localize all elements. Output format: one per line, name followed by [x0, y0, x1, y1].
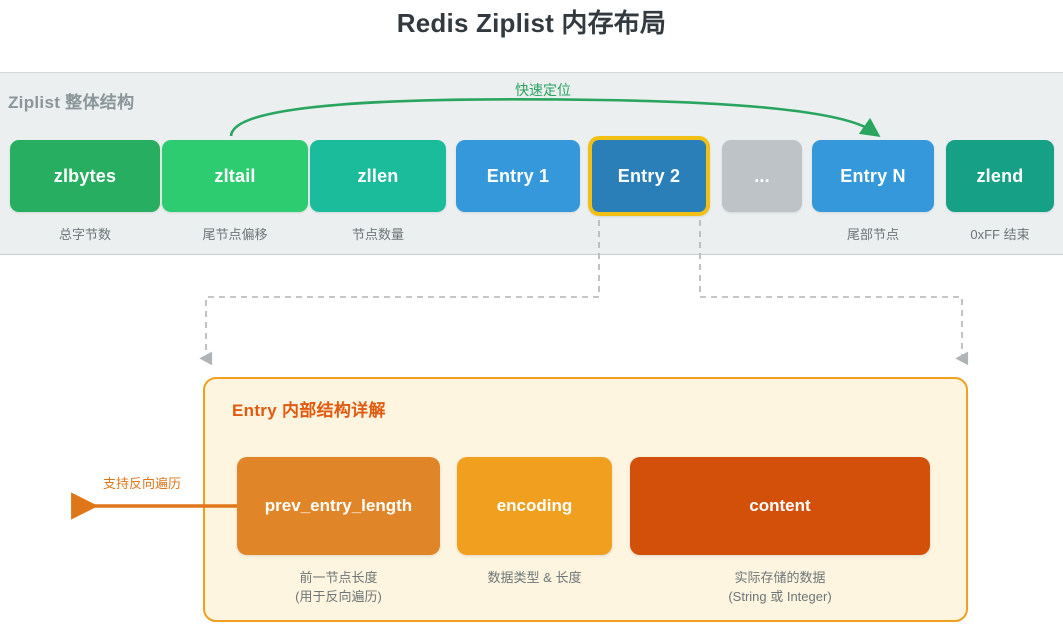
ziplist-block-caption: 节点数量	[351, 227, 404, 242]
entry-field-caption: 数据类型 & 长度	[457, 568, 612, 587]
ziplist-block-zllen[interactable]: zllen	[310, 140, 446, 212]
ziplist-block-entry-2[interactable]: Entry 2	[588, 136, 710, 216]
overview-section-title: Ziplist 整体结构	[8, 93, 135, 112]
ziplist-block-caption: 0xFF 结束	[970, 227, 1030, 242]
ziplist-block-zltail[interactable]: zltail	[162, 140, 308, 212]
entry-field-caption-line1: 数据类型 & 长度	[487, 570, 582, 585]
entry-field-encoding[interactable]: encoding	[457, 457, 612, 555]
entry-field-caption: 实际存储的数据 (String 或 Integer)	[630, 568, 930, 606]
ziplist-block-entry-n[interactable]: Entry N	[812, 140, 934, 212]
entry-field-caption-line2: (用于反向遍历)	[295, 589, 382, 604]
entry-detail-title: Entry 内部结构详解	[232, 401, 386, 420]
ziplist-block-entry-1[interactable]: Entry 1	[456, 140, 580, 212]
ziplist-block-zlbytes[interactable]: zlbytes	[10, 140, 160, 212]
entry-field-content[interactable]: content	[630, 457, 930, 555]
entry-field-caption-line1: 前一节点长度	[299, 570, 378, 585]
ziplist-block-zlend[interactable]: zlend	[946, 140, 1054, 212]
fast-locate-label: 快速定位	[515, 82, 571, 98]
entry-field-prev-entry-length[interactable]: prev_entry_length	[237, 457, 440, 555]
backward-traversal-label: 支持反向遍历	[103, 476, 182, 491]
entry-field-caption-line2: (String 或 Integer)	[728, 589, 832, 604]
entry-field-caption: 前一节点长度 (用于反向遍历)	[237, 568, 440, 606]
page-title: Redis Ziplist 内存布局	[396, 8, 667, 38]
ziplist-block-[interactable]: ...	[722, 140, 802, 212]
ziplist-block-caption: 总字节数	[58, 227, 111, 242]
ziplist-block-caption: 尾节点偏移	[202, 227, 268, 242]
ziplist-block-caption: 尾部节点	[846, 227, 899, 242]
entry-field-caption-line1: 实际存储的数据	[734, 570, 826, 585]
